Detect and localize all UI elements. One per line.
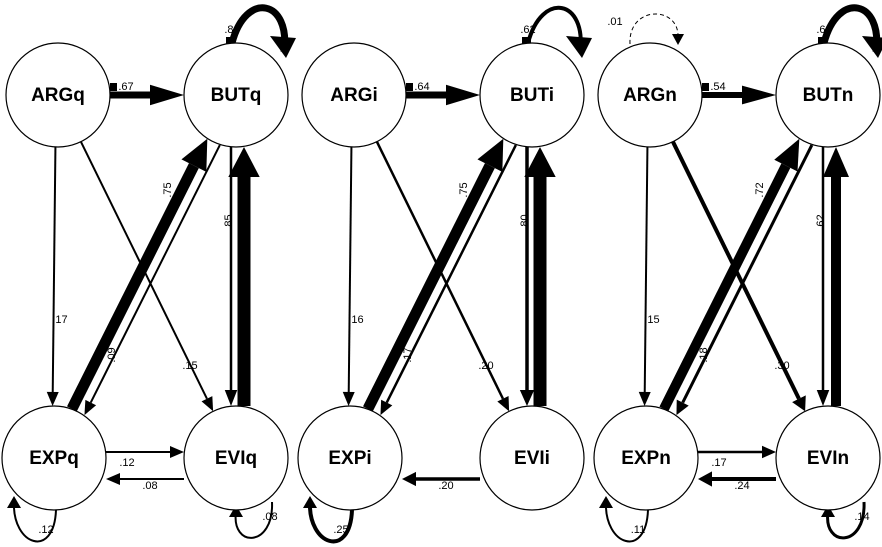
node-label: EXPi xyxy=(328,448,371,469)
arrow-but-evi-i xyxy=(519,147,535,406)
arrow-tail-marker-q xyxy=(110,83,117,91)
coef-arg-exp-i: .16 xyxy=(348,314,363,326)
self-loop-arg-n xyxy=(629,13,684,45)
self-loop-tail-n xyxy=(818,37,827,45)
coef-exp-but-q: .75 xyxy=(162,182,174,197)
node-label: ARGq xyxy=(31,85,85,106)
node-label: EXPq xyxy=(29,448,79,469)
arrow-evi-but-i xyxy=(524,147,556,406)
self-loop-exp-q xyxy=(7,496,57,543)
coef-arg-evi-q: .15 xyxy=(182,360,197,372)
node-label: EVIq xyxy=(215,448,257,469)
arrow-but-evi-n xyxy=(816,147,830,406)
coef-exp-self-n: .11 xyxy=(631,524,645,536)
node-argn: ARGn xyxy=(597,42,703,148)
node-expi: EXPi xyxy=(297,405,403,511)
coef-but-self-n: .68 xyxy=(816,24,831,36)
node-eviq: EVIq xyxy=(183,405,289,511)
coef-evi-but-n: .62 xyxy=(815,214,827,229)
arrow-exp-evi-q xyxy=(106,446,184,458)
node-butn: BUTn xyxy=(775,42,881,148)
arrow-evi-exp-i xyxy=(402,471,480,487)
coef-but-exp-n: .18 xyxy=(698,347,710,362)
coef-but-exp-q: .09 xyxy=(106,347,118,362)
arrow-arg-exp-q xyxy=(46,146,59,406)
arrow-evi-exp-q xyxy=(106,473,184,485)
arrow-evi-but-q xyxy=(228,147,260,406)
arrow-argn-butn xyxy=(702,85,776,105)
coef-evi-but-i: .80 xyxy=(519,214,531,229)
arrow-exp-but-i xyxy=(363,138,504,412)
node-label: BUTn xyxy=(803,85,854,106)
node-label: EVIi xyxy=(514,448,550,469)
coef-arg-self-n: .01 xyxy=(607,16,622,28)
node-label: BUTq xyxy=(211,85,262,106)
self-loop-exp-i xyxy=(303,496,354,544)
node-label: ARGn xyxy=(623,85,677,106)
coef-exp-self-q: .12 xyxy=(38,524,53,536)
coef-arg-exp-q: .17 xyxy=(52,314,67,326)
arrow-but-exp-q xyxy=(84,144,221,416)
coef-but-self-q: .80 xyxy=(224,24,239,36)
arrow-but-exp-i xyxy=(380,144,517,416)
arrow-exp-but-q xyxy=(67,138,208,412)
arrow-but-exp-n xyxy=(676,144,814,416)
coef-but-self-i: .62 xyxy=(520,24,535,36)
node-butq: BUTq xyxy=(183,42,289,148)
arrow-evi-but-n xyxy=(823,147,849,406)
coef-evi-exp-n: .24 xyxy=(734,480,749,492)
arrow-evi-exp-n xyxy=(698,471,776,487)
node-buti: BUTi xyxy=(479,42,585,148)
arrow-arg-exp-i xyxy=(342,146,355,406)
self-loop-tail-i xyxy=(522,37,531,45)
node-expn: EXPn xyxy=(593,405,699,511)
node-label: EVIn xyxy=(807,448,849,469)
arrow-argi-buti xyxy=(406,84,480,106)
coef-arg-but-q: .67 xyxy=(118,81,133,93)
node-label: EXPn xyxy=(621,448,671,469)
coef-arg-but-n: .54 xyxy=(710,81,725,93)
self-loop-tail-q xyxy=(226,37,235,45)
self-loop-exp-n xyxy=(599,496,649,543)
coef-exp-evi-n: .17 xyxy=(711,457,726,469)
coef-exp-but-i: .75 xyxy=(458,182,470,197)
coef-exp-evi-q: .12 xyxy=(119,457,134,469)
arrow-exp-but-n xyxy=(659,138,800,412)
arrow-exp-evi-n xyxy=(698,445,776,459)
coef-arg-evi-i: .20 xyxy=(478,360,493,372)
coef-exp-self-i: .25 xyxy=(333,524,348,536)
node-expq: EXPq xyxy=(1,405,107,511)
arrow-but-evi-q xyxy=(224,147,238,406)
coef-arg-exp-n: .15 xyxy=(644,314,659,326)
coef-evi-exp-q: .08 xyxy=(142,480,157,492)
coef-but-exp-i: .17 xyxy=(402,347,414,362)
self-loop-but-q xyxy=(228,4,296,58)
node-label: ARGi xyxy=(330,85,378,106)
node-evii: EVIi xyxy=(479,405,585,511)
node-label: BUTi xyxy=(510,85,554,106)
coef-but-evi-q: .11 xyxy=(239,345,251,359)
self-loop-but-n xyxy=(820,4,882,58)
node-argi: ARGi xyxy=(301,42,407,148)
arrow-arg-exp-n xyxy=(638,146,651,406)
arrow-tail-marker-n xyxy=(702,83,709,91)
self-loop-evi-n xyxy=(821,501,866,540)
coef-exp-but-n: .72 xyxy=(754,182,766,197)
self-loop-but-i xyxy=(526,5,592,58)
node-evin: EVIn xyxy=(775,405,881,511)
coef-but-evi-n: .14 xyxy=(831,344,843,359)
coef-evi-but-q: .85 xyxy=(223,214,235,229)
arrow-tail-marker-i xyxy=(406,83,413,91)
self-loop-evi-q xyxy=(229,501,274,539)
arrow-argq-butq xyxy=(110,84,184,106)
coef-but-evi-i: .21 xyxy=(535,344,547,359)
coef-evi-exp-i: .20 xyxy=(438,480,453,492)
node-argq: ARGq xyxy=(5,42,111,148)
coef-evi-self-n: .14 xyxy=(854,511,869,523)
coef-arg-but-i: .64 xyxy=(414,81,429,93)
coef-evi-self-q: .08 xyxy=(262,511,277,523)
coef-arg-evi-n: .30 xyxy=(774,360,789,372)
